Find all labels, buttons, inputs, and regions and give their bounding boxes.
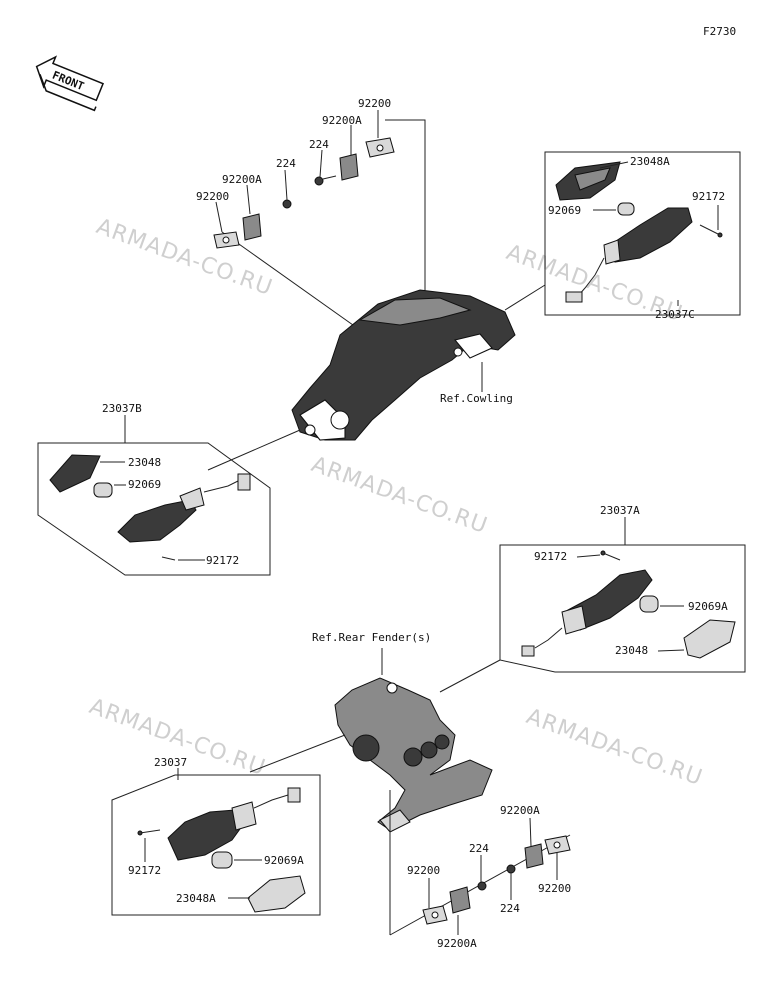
- watermark: ARMADA-CO.RU: [523, 704, 706, 791]
- label-d-92172: 92172: [128, 864, 161, 877]
- label-top-92200A-lower: 92200A: [222, 173, 262, 186]
- label-a-23048: 23048: [615, 644, 648, 657]
- label-b-23037B: 23037B: [102, 402, 142, 415]
- label-d-92069A: 92069A: [264, 854, 304, 867]
- label-b-92069: 92069: [128, 478, 161, 491]
- label-a-92172: 92172: [534, 550, 567, 563]
- label-top-92200-lower: 92200: [196, 190, 229, 203]
- label-a-92069A: 92069A: [688, 600, 728, 613]
- front-arrow-icon: FRONT: [35, 55, 105, 112]
- label-b-23048: 23048: [128, 456, 161, 469]
- label-top-92200: 92200: [358, 97, 391, 110]
- label-bot-92200A: 92200A: [500, 804, 540, 817]
- turn-signal-group-b: [37, 415, 301, 576]
- bottom-fasteners: [389, 790, 571, 936]
- label-bot-224-lower: 224: [500, 902, 520, 915]
- label-c-92069: 92069: [548, 204, 581, 217]
- ref-cowling: Ref.Cowling: [440, 392, 513, 405]
- label-bot-92200-right: 92200: [538, 882, 571, 895]
- diagram-code: F2730: [703, 25, 736, 38]
- turn-signal-group-c: [504, 151, 741, 316]
- turn-signal-group-a: [439, 517, 746, 693]
- label-c-92172: 92172: [692, 190, 725, 203]
- label-bot-92200A-lower: 92200A: [437, 937, 477, 950]
- label-d-23048A: 23048A: [176, 892, 216, 905]
- top-fasteners: [213, 110, 426, 370]
- turn-signal-group-d: [111, 734, 346, 916]
- label-b-92172: 92172: [206, 554, 239, 567]
- label-a-23037A: 23037A: [600, 504, 640, 517]
- ref-rear-fender: Ref.Rear Fender(s): [312, 631, 431, 644]
- label-top-224: 224: [309, 138, 329, 151]
- label-bot-92200: 92200: [407, 864, 440, 877]
- label-bot-224: 224: [469, 842, 489, 855]
- label-top-92200A: 92200A: [322, 114, 362, 127]
- label-c-23037C: 23037C: [655, 308, 695, 321]
- label-top-224-lower: 224: [276, 157, 296, 170]
- watermark: ARMADA-CO.RU: [308, 452, 491, 539]
- label-c-23048A: 23048A: [630, 155, 670, 168]
- rear-fender-bracket: [334, 648, 493, 833]
- label-d-23037: 23037: [154, 756, 187, 769]
- front-cowling-bracket: [291, 289, 516, 441]
